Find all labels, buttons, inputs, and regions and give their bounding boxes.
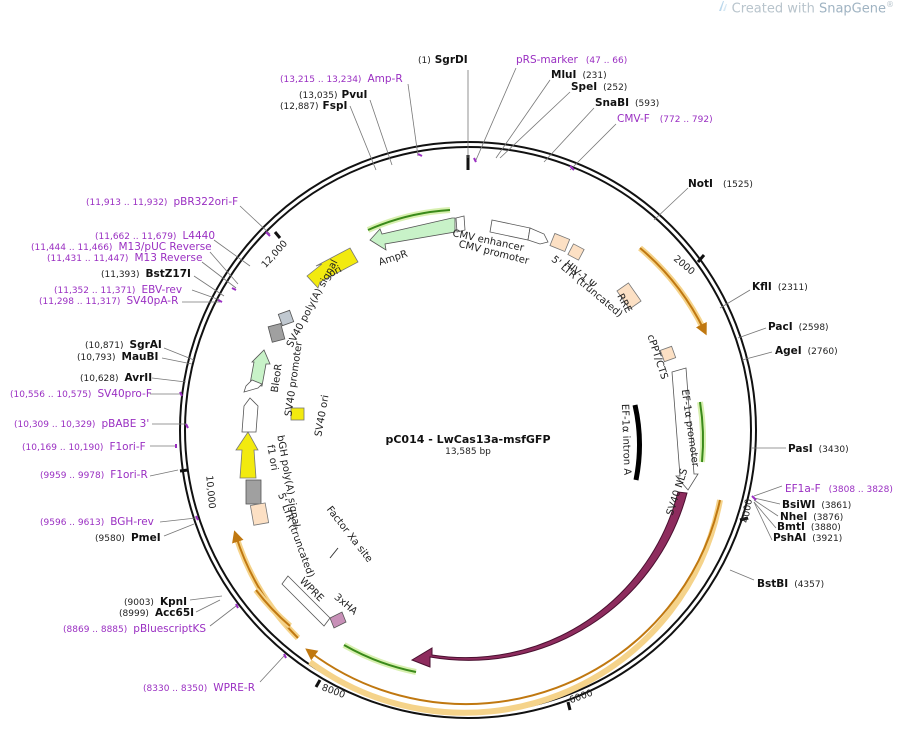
orange-arc-2 xyxy=(308,499,723,716)
primer-bgh-rev: (9596 .. 9613)BGH-rev xyxy=(40,516,154,528)
site-pmei: (9580)PmeI xyxy=(95,532,161,544)
feature-striped-block xyxy=(277,309,295,327)
plasmid-name: pC014 - LwCas13a-msfGFP xyxy=(385,433,550,446)
watermark-prefix: Created with xyxy=(731,1,819,17)
watermark-brand: SnapGene xyxy=(818,1,886,17)
feature-label-f1-ori: f1 ori xyxy=(264,444,279,472)
feature-ori-arrow xyxy=(306,247,359,289)
feature-bleor-arrow xyxy=(249,349,271,387)
factor-xa-tick xyxy=(329,547,339,559)
watermark-mark: ® xyxy=(886,0,894,9)
site-kpni: (9003)KpnI xyxy=(124,596,187,608)
site-kfli: KflI(2311) xyxy=(752,281,808,293)
feature-ef1a-intron-bar xyxy=(632,404,642,481)
snapgene-logo-icon xyxy=(718,1,727,12)
site-pasi: PasI(3430) xyxy=(788,443,849,455)
feature-ampr-arrow xyxy=(369,217,456,251)
feature-f1-ori-arrow xyxy=(235,431,259,479)
feature-sv40-ori-block xyxy=(290,407,305,421)
feature-3xha-block xyxy=(329,611,347,629)
primer-ebv-rev: (11,352 .. 11,371)EBV-rev xyxy=(54,284,182,296)
feature-ltr-left-block xyxy=(249,502,270,526)
feature-label-ori: ori xyxy=(327,264,344,280)
orange-arc-4-line xyxy=(255,589,291,627)
feature-label-bleor: BleoR xyxy=(270,363,285,393)
site-fspi: (12,887)FspI xyxy=(280,100,347,112)
site-bsiwi: BsiWI(3861) xyxy=(782,499,851,511)
primer-m13-puc-reverse: (11,444 .. 11,466)M13/pUC Reverse xyxy=(31,241,212,253)
primer-pbr322ori-f: (11,913 .. 11,932)pBR322ori-F xyxy=(86,196,238,208)
site-mlui: MluI(231) xyxy=(551,69,607,81)
site-maubi: (10,793)MauBI xyxy=(77,351,158,363)
feature-hiv-psi-block xyxy=(567,243,585,261)
backbone-outer-circle xyxy=(179,141,757,719)
feature-label-5ltr-truncated: 5' LTR (truncated) xyxy=(549,254,625,320)
primer-sv40pa-r: (11,298 .. 11,317)SV40pA-R xyxy=(39,295,178,307)
feature-rre-block xyxy=(616,282,642,310)
orange-arc-3-line xyxy=(232,530,299,639)
site-noti: NotI(1525) xyxy=(688,178,753,190)
primer-sv40pro-f: (10,556 .. 10,575)SV40pro-F xyxy=(10,388,152,400)
site-pvui: (13,035)PvuI xyxy=(299,89,367,101)
feature-cmv-promoter-arrow xyxy=(527,227,549,245)
site-sgrai: (10,871)SgrAI xyxy=(85,339,162,351)
green-arc-wpre xyxy=(342,642,417,675)
plasmid-length: 13,585 bp xyxy=(445,447,491,457)
feature-grey-block-top xyxy=(267,322,286,343)
feature-ef1a-promoter-arrow xyxy=(671,367,699,491)
site-avrii: (10,628)AvrII xyxy=(80,372,152,384)
site-pshai: PshAI(3921) xyxy=(773,532,842,544)
tick-label-12000: 12,000 xyxy=(260,238,290,270)
primer-amp-r: (13,215 .. 13,234)Amp-R xyxy=(280,73,403,85)
primer-markers xyxy=(175,153,757,659)
orange-arc-1-line xyxy=(639,247,707,336)
feature-label-sv40-promoter: SV40 promoter xyxy=(283,340,305,417)
primer-f1ori-r: (9959 .. 9978)F1ori-R xyxy=(40,469,148,481)
site-paci: PacI(2598) xyxy=(768,321,829,333)
primer-prs-marker: pRS-marker(47 .. 66) xyxy=(516,54,627,66)
primer-cmv-f: CMV-F(772 .. 792) xyxy=(617,113,713,125)
ring-ticks xyxy=(179,155,749,711)
site-bstz17i: (11,393)BstZ17I xyxy=(101,268,191,280)
green-arc-ampr-line xyxy=(367,209,451,231)
feature-cppt-block xyxy=(659,345,677,363)
primer-m13-reverse: (11,431 .. 11,447)M13 Reverse xyxy=(47,252,202,264)
feature-lwcas13a-arrow xyxy=(410,491,688,668)
tick-label-10000: 10,000 xyxy=(203,475,217,509)
watermark: Created with SnapGene® xyxy=(718,0,894,16)
green-arc-wpre-line xyxy=(343,644,417,673)
site-bstbi: BstBI(4357) xyxy=(757,578,824,590)
feature-label-sv40-nls: SV40 NLS xyxy=(665,467,690,517)
feature-5ltr-block xyxy=(549,232,571,253)
primer-wpre-r: (8330 .. 8350)WPRE-R xyxy=(143,682,255,694)
primer-f1ori-f: (10,169 .. 10,190)F1ori-F xyxy=(22,441,146,453)
site-snabi: SnaBI(593) xyxy=(595,97,659,109)
site-agei: AgeI(2760) xyxy=(775,345,838,357)
green-arc-ef1a-line xyxy=(699,401,705,463)
site-bmti: BmtI(3880) xyxy=(777,521,841,533)
feature-white-arrow-left xyxy=(241,397,259,433)
feature-label-ef1a-intron: EF-1α intron A xyxy=(619,404,632,476)
feature-wpre-arrow xyxy=(281,575,331,627)
primer-pbluescriptks: (8869 .. 8885)pBluescriptKS xyxy=(63,623,206,635)
feature-label-sv40-ori: SV40 ori xyxy=(313,394,331,437)
feature-ampr-promoter xyxy=(455,215,466,233)
site-nhei: NheI(3876) xyxy=(780,511,843,523)
site-acc65i: (8999)Acc65I xyxy=(119,607,194,619)
feature-sv40-promoter-arrow xyxy=(243,379,263,393)
orange-arc-2-line xyxy=(305,499,721,706)
leader-lines xyxy=(149,67,786,683)
site-sgrdi: (1)SgrDI xyxy=(418,54,468,66)
primer-l4440: (11,662 .. 11,679)L4440 xyxy=(95,230,215,242)
feature-label-ampr: AmpR xyxy=(377,249,409,269)
primer-ef1a-f: EF1a-F(3808 .. 3828) xyxy=(785,483,893,495)
primer-pbabe-3: (10,309 .. 10,329)pBABE 3' xyxy=(14,418,149,430)
feature-label-3xha: 3xHA xyxy=(332,592,360,618)
tick-label-4000: 4000 xyxy=(740,498,755,524)
feature-grey-block-bgh xyxy=(245,479,262,505)
site-spei: SpeI(252) xyxy=(571,81,627,93)
